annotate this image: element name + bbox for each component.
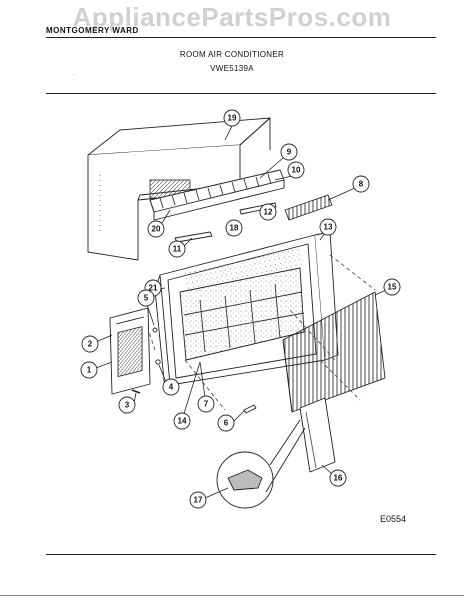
callout-14: 14 xyxy=(178,417,187,426)
callout-12: 12 xyxy=(264,208,273,217)
screw-4 xyxy=(155,359,161,365)
callout-17: 17 xyxy=(194,496,203,505)
header-rule xyxy=(46,37,436,38)
front-grille xyxy=(282,291,386,413)
callout-11: 11 xyxy=(173,245,182,254)
callout-10: 10 xyxy=(292,166,301,175)
callout-13: 13 xyxy=(324,223,333,232)
clip-6 xyxy=(243,404,257,414)
callout-8: 8 xyxy=(359,180,364,189)
page-edge-rule xyxy=(0,595,464,596)
model-line: MONTGOMERY WARD xyxy=(46,26,139,35)
callout-7: 7 xyxy=(204,400,209,409)
bracket-11 xyxy=(174,231,213,243)
model-number: VWE5139A xyxy=(210,64,254,73)
divider-top xyxy=(46,93,436,94)
callout-3: 3 xyxy=(125,401,130,410)
callout-16: 16 xyxy=(334,474,343,483)
control-panel xyxy=(109,307,151,395)
divider-bottom xyxy=(46,554,436,555)
screw-3 xyxy=(131,389,141,394)
callout-2: 2 xyxy=(88,340,93,349)
diagram-title: ROOM AIR CONDITIONER xyxy=(179,50,285,59)
callout-18: 18 xyxy=(230,224,239,233)
assembly-guides xyxy=(144,254,376,411)
magnifier-detail xyxy=(216,419,306,509)
watermark-logo: AppliancePartsPros.com xyxy=(72,2,392,32)
callout-9: 9 xyxy=(287,148,292,157)
callout-5: 5 xyxy=(144,294,149,303)
filter-strip xyxy=(284,194,333,221)
callout-19: 19 xyxy=(228,114,237,123)
side-cover xyxy=(299,397,336,473)
speck: · xyxy=(72,70,75,79)
screw-5 xyxy=(152,327,158,333)
callout-21: 21 xyxy=(149,284,158,293)
callout-15: 15 xyxy=(388,283,397,292)
callout-20: 20 xyxy=(152,225,161,234)
callout-6: 6 xyxy=(224,419,229,428)
callout-1: 1 xyxy=(87,366,92,375)
figure-code: E0554 xyxy=(380,514,407,524)
callout-4: 4 xyxy=(169,383,174,392)
top-louver-rail xyxy=(149,169,285,221)
callout-circles xyxy=(80,109,401,509)
